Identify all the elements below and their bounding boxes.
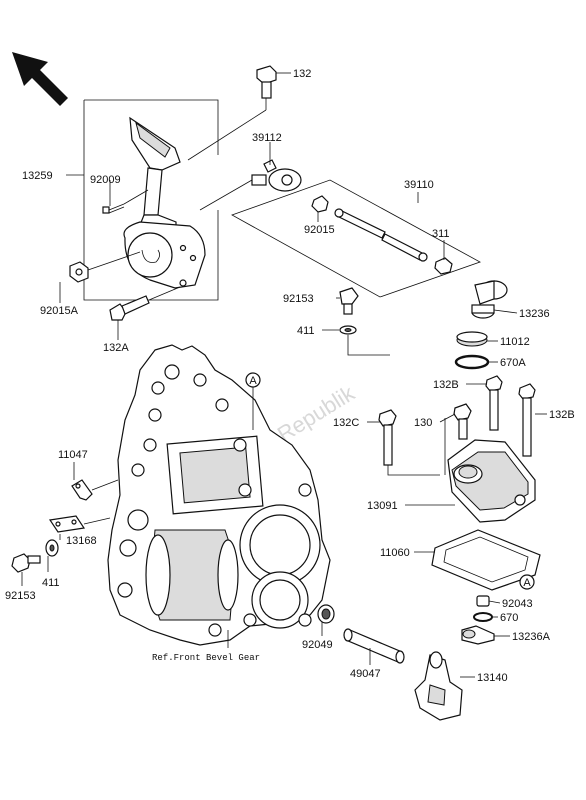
gear-case-housing (107, 344, 331, 646)
label-92009: 92009 (90, 174, 121, 186)
bolt-92153-upper (339, 287, 359, 315)
label-13140: 13140 (477, 672, 508, 684)
tie-rod-group-outline (231, 179, 481, 298)
bolt-132 (187, 65, 277, 161)
pin-92043 (476, 595, 490, 607)
label-13168: 13168 (66, 535, 97, 547)
label-13236a: 13236A (512, 631, 551, 643)
label-670: 670 (500, 612, 518, 624)
bolt-132b-right (518, 383, 536, 457)
label-92015: 92015 (304, 224, 335, 236)
rod-end-39112 (199, 159, 302, 211)
plate-13168 (48, 515, 111, 533)
bolt-132c (378, 409, 440, 476)
label-411-top: 411 (297, 325, 315, 337)
nut-92015a (69, 251, 141, 283)
washer-411-lower (45, 539, 59, 557)
label-39110: 39110 (404, 179, 434, 191)
reference-mark-a-cover: A (519, 574, 535, 590)
label-132a: 132A (103, 342, 129, 354)
clamp-11047 (71, 479, 119, 501)
reference-note: Ref.Front Bevel Gear (152, 653, 260, 663)
shaft-49047 (343, 628, 405, 664)
front-direction-arrow-icon (12, 52, 68, 106)
rod-end-13236 (471, 280, 518, 319)
nut-311 (434, 257, 453, 275)
part-labels: 132 39112 13259 92009 39110 92015 311 92… (5, 68, 575, 684)
screw-92009 (102, 189, 149, 214)
bolt-132a (109, 286, 181, 321)
label-11012: 11012 (500, 336, 530, 348)
shift-lever (123, 116, 206, 289)
shift-lever-13236a (461, 625, 495, 645)
bolt-130 (453, 403, 472, 440)
label-13091: 13091 (367, 500, 398, 512)
label-39112: 39112 (252, 132, 282, 144)
shift-lever-group-outline (66, 99, 219, 301)
label-11060: 11060 (380, 547, 410, 559)
gasket-11060 (431, 529, 541, 591)
shift-fork-13140 (414, 651, 463, 721)
label-92015a: 92015A (40, 305, 79, 317)
label-132b-left: 132B (433, 379, 459, 391)
o-ring-670a (454, 354, 490, 370)
label-132c: 132C (333, 417, 359, 429)
label-49047: 49047 (350, 668, 381, 680)
label-132b-right: 132B (549, 409, 575, 421)
seal-11012 (456, 331, 488, 347)
label-92153-top: 92153 (283, 293, 314, 305)
label-13259: 13259 (22, 170, 53, 182)
label-311: 311 (432, 228, 450, 240)
bolt-92153-lower (11, 553, 41, 573)
cover-13091 (447, 439, 536, 523)
svg-text:A: A (249, 375, 257, 387)
bolt-132b-left (485, 375, 503, 431)
label-92153-bottom: 92153 (5, 590, 36, 602)
label-92043: 92043 (502, 598, 533, 610)
label-130: 130 (414, 417, 432, 429)
tie-rod-39110 (334, 208, 428, 262)
o-ring-670 (473, 612, 493, 622)
label-92049: 92049 (302, 639, 333, 651)
seal-92049 (317, 604, 335, 624)
nut-92015 (311, 195, 329, 213)
label-11047: 11047 (58, 449, 88, 461)
washer-411-upper (339, 325, 390, 356)
label-132: 132 (293, 68, 311, 80)
label-13236: 13236 (519, 308, 550, 320)
leader-lines (21, 72, 547, 678)
label-670a: 670A (500, 357, 526, 369)
reference-mark-a-housing: A (245, 372, 261, 430)
svg-text:A: A (523, 577, 531, 589)
label-411-bottom: 411 (42, 577, 60, 589)
